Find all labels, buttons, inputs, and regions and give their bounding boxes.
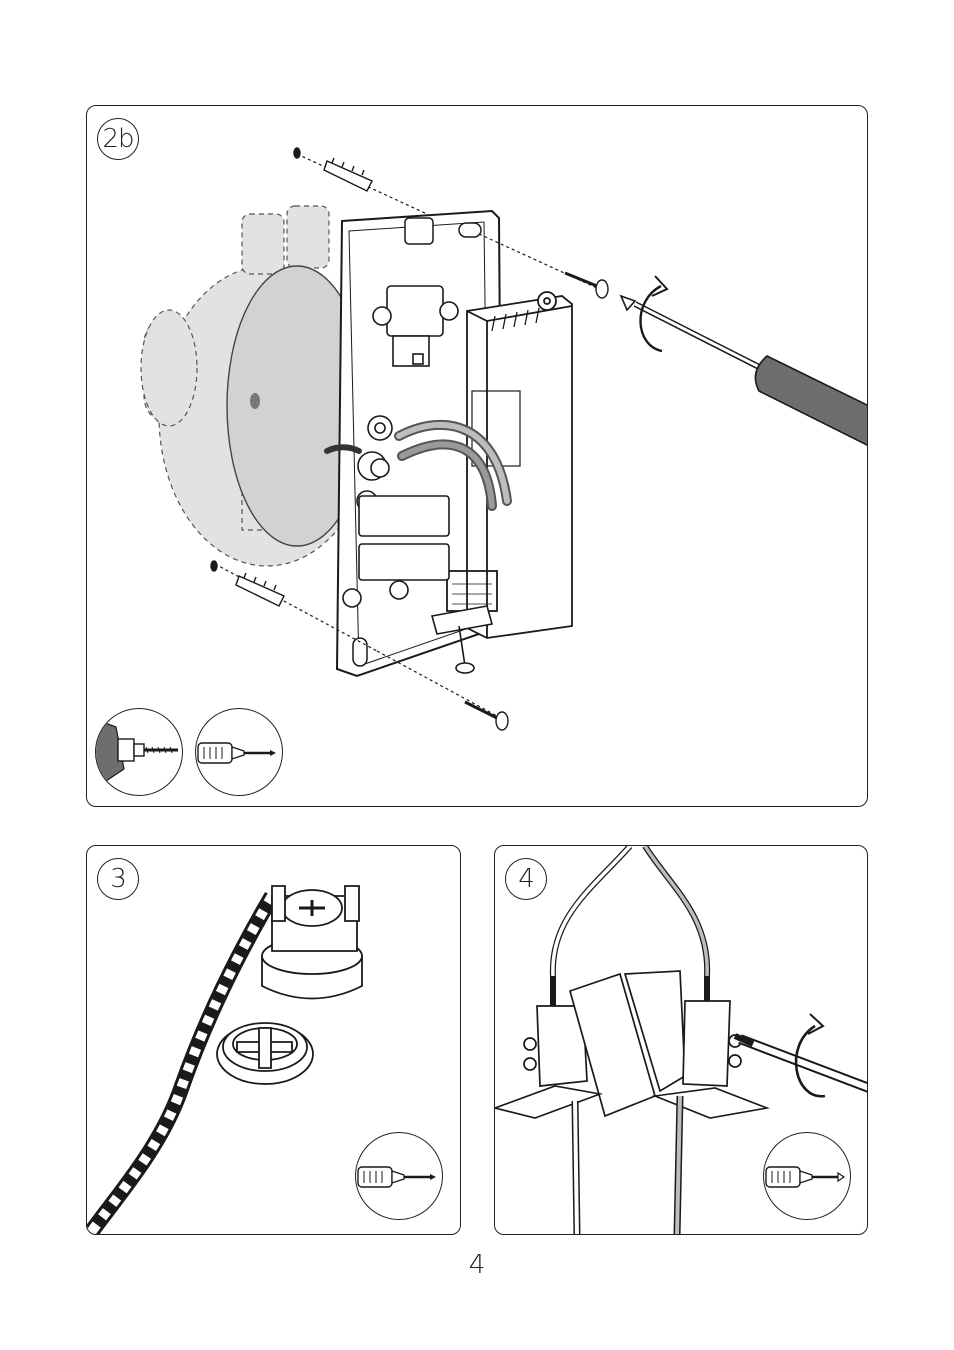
step-3-panel: 3 <box>86 845 461 1235</box>
page-number: 4 <box>0 1250 954 1280</box>
step-2b-panel: 2b <box>86 105 868 807</box>
screwdriver-tool-circle <box>195 708 283 796</box>
screwdriver-icon <box>621 296 868 446</box>
outgoing-wires <box>575 1096 680 1235</box>
drill-tool-circle <box>95 708 183 796</box>
step-number-badge: 3 <box>97 858 139 900</box>
rotate-arrow-icon <box>796 1014 825 1096</box>
screw-top <box>565 273 608 298</box>
screwdriver-icon <box>196 709 283 796</box>
mounting-illustration <box>87 106 868 807</box>
screwdriver-icon <box>356 1133 443 1220</box>
step-number-badge: 4 <box>505 858 547 900</box>
screwdriver-tool-circle <box>355 1132 443 1220</box>
step-number-badge: 2b <box>97 118 139 160</box>
screwdriver-tool-circle <box>763 1132 851 1220</box>
cover-hole <box>250 393 260 409</box>
drill-icon <box>96 709 183 796</box>
screwdriver-icon <box>764 1133 851 1220</box>
clamp-cap <box>262 886 362 999</box>
screw-bottom <box>465 702 508 730</box>
removed-cap <box>217 1023 313 1084</box>
wall-plug-top <box>294 148 372 191</box>
screwdriver-icon <box>735 1036 868 1088</box>
step-4-panel: 4 <box>494 845 868 1235</box>
